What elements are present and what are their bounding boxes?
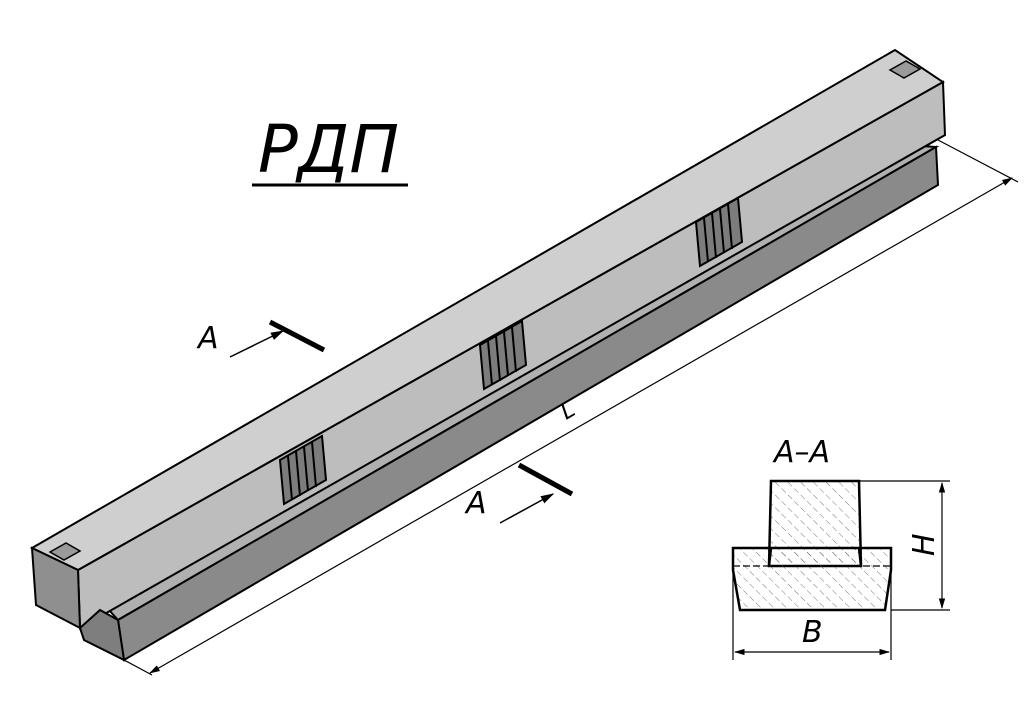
dimension-label-length: L xyxy=(557,397,580,425)
lifting-socket-right xyxy=(888,60,922,79)
section-cut-marker-right: A xyxy=(464,462,574,524)
dimension-label-height: H xyxy=(907,533,942,556)
section-cut-marker-left: A xyxy=(196,319,326,358)
cross-section-view: A–A H B xyxy=(731,435,950,660)
cut-label-left: A xyxy=(196,321,219,356)
lifting-socket-left xyxy=(48,542,82,561)
drawing-title: РДП xyxy=(258,111,399,188)
beam-ledge-end-face xyxy=(78,608,126,662)
section-lower-part xyxy=(731,546,893,612)
dimension-label-width: B xyxy=(802,615,823,650)
dimension-length: L xyxy=(123,139,1019,676)
section-title: A–A xyxy=(772,435,830,470)
